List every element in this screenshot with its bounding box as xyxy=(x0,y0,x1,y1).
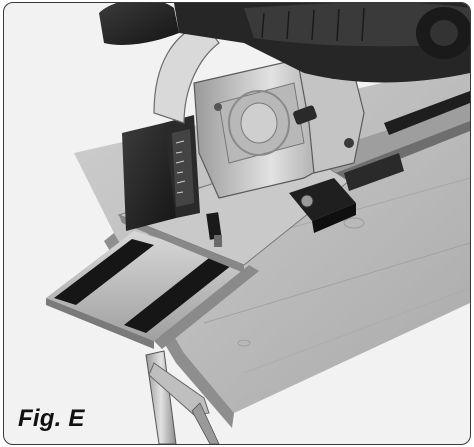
depth-scale-block xyxy=(122,115,200,231)
rail-clamp-knob xyxy=(289,153,404,233)
front-knob xyxy=(206,212,222,247)
clamp-lever xyxy=(145,350,220,444)
figure-frame: Fig. E xyxy=(3,2,471,445)
photo-illustration xyxy=(46,3,470,444)
front-rail xyxy=(46,231,259,349)
handle-grip xyxy=(99,3,470,83)
figure-caption: Fig. E xyxy=(18,405,85,432)
